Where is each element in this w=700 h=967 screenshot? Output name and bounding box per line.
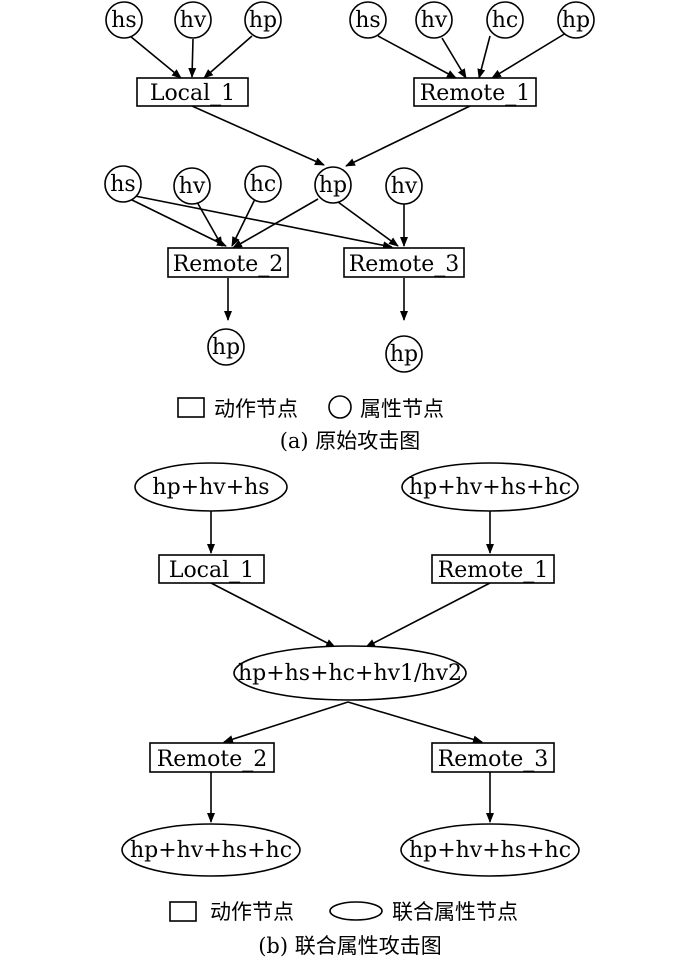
caption-a: (a) 原始攻击图 [280, 429, 421, 453]
action-node-label: Local_1 [150, 81, 235, 106]
action-node-label: Remote_3 [349, 252, 460, 277]
attr-node-label: hv [421, 8, 448, 33]
joint-attr-node-label: hp+hs+hc+hv1/hv2 [238, 661, 462, 686]
joint-attr-node-b-4: hp+hv+hs+hc [121, 823, 301, 877]
action-node-label: Remote_1 [420, 81, 531, 106]
attr-node-a-hv-4: hv [385, 167, 423, 205]
attr-node-a-hc-2: hc [244, 165, 282, 203]
action-node-label: Remote_2 [173, 252, 284, 277]
attr-node-label: hv [391, 174, 418, 199]
action-node-a-remote-2: Remote_2 [167, 247, 289, 278]
legend-joint-attr-ellipse [329, 901, 383, 921]
attr-node-a-hs-2: hs [349, 1, 387, 39]
attr-node-a-hv-1: hv [174, 1, 212, 39]
legend-action-box [177, 397, 205, 418]
joint-attr-node-label: hp+hv+hs [152, 475, 269, 500]
joint-attr-node-label: hp+hv+hs+hc [409, 475, 571, 500]
attr-node-label: hp [562, 8, 590, 33]
attr-node-label: hp [319, 173, 347, 198]
diagram-a: hs hv hp hs hv hc hp Local_1 [104, 1, 595, 453]
attr-node-label: hp [212, 335, 240, 360]
joint-attr-node-b-3: hp+hs+hc+hv1/hv2 [233, 645, 467, 701]
attr-node-label: hs [110, 172, 135, 197]
attr-node-label: hp [390, 342, 418, 367]
legend-a: 动作节点 属性节点 [177, 395, 444, 421]
attr-node-a-hc-1: hc [486, 1, 524, 39]
legend-b: 动作节点 联合属性节点 [169, 900, 518, 924]
action-node-a-remote-1: Remote_1 [413, 77, 537, 107]
legend-attr-circle [328, 395, 352, 419]
action-node-label: Local_1 [169, 558, 254, 583]
joint-attr-node-label: hp+hv+hs+hc [130, 838, 292, 863]
joint-attr-node-b-2: hp+hv+hs+hc [401, 462, 579, 512]
attr-node-label: hc [250, 172, 277, 197]
action-node-label: Remote_2 [157, 747, 268, 772]
legend-action-label: 动作节点 [210, 900, 294, 924]
action-node-b-remote-1: Remote_1 [431, 554, 555, 584]
attr-node-label: hv [180, 8, 207, 33]
attr-node-a-hs-3: hs [104, 165, 142, 203]
attr-node-a-hp-1: hp [244, 1, 282, 39]
attr-node-a-hp-3: hp [314, 166, 352, 204]
joint-attr-node-label: hp+hv+hs+hc [409, 838, 571, 863]
attr-node-label: hs [111, 8, 136, 33]
legend-attr-label: 联合属性节点 [392, 900, 518, 924]
attr-node-label: hv [179, 174, 206, 199]
attr-node-a-hp-4: hp [207, 328, 245, 366]
attr-node-label: hc [492, 8, 519, 33]
attr-node-a-hv-2: hv [415, 1, 453, 39]
action-node-a-remote-3: Remote_3 [343, 247, 465, 278]
diagram-b: hp+hv+hs hp+hv+hs+hc Local_1 Remote_1 hp… [121, 462, 580, 958]
legend-attr-label: 属性节点 [360, 397, 444, 421]
caption-b: (b) 联合属性攻击图 [258, 934, 442, 958]
attr-node-a-hp-2: hp [557, 1, 595, 39]
action-node-label: Remote_1 [438, 558, 549, 583]
action-node-b-local-1: Local_1 [158, 554, 265, 584]
attr-node-label: hp [249, 8, 277, 33]
legend-action-box [169, 901, 197, 922]
attr-node-a-hv-3: hv [173, 167, 211, 205]
attr-node-label: hs [355, 8, 380, 33]
joint-attr-node-b-5: hp+hv+hs+hc [400, 823, 580, 877]
action-node-a-local-1: Local_1 [136, 77, 249, 107]
legend-action-label: 动作节点 [214, 397, 298, 421]
action-node-b-remote-3: Remote_3 [431, 742, 555, 773]
joint-attr-node-b-1: hp+hv+hs [134, 462, 288, 512]
action-node-b-remote-2: Remote_2 [149, 742, 275, 773]
attr-node-a-hs-1: hs [105, 1, 143, 39]
attr-node-a-hp-5: hp [385, 335, 423, 373]
action-node-label: Remote_3 [438, 747, 549, 772]
